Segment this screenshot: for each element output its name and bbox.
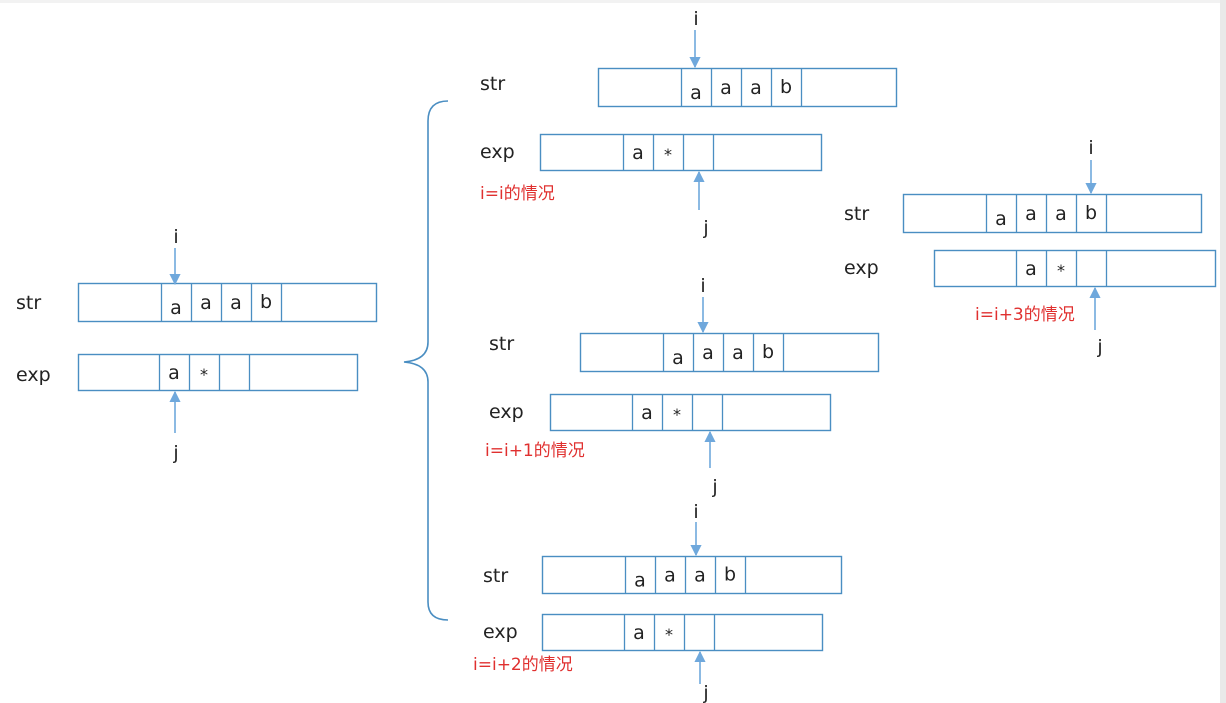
j-pointer-label: j: [172, 442, 178, 464]
right-edge: [1220, 0, 1226, 703]
j-pointer-label: j: [702, 682, 708, 703]
str-row-box: [597, 67, 898, 108]
i-pointer-label: i: [693, 8, 698, 30]
str-row-cell: b: [724, 564, 736, 586]
str-row-cell: a: [1025, 203, 1037, 225]
str-row-cell: a: [702, 342, 714, 364]
exp-label: exp: [16, 364, 51, 386]
str-row-cell: b: [762, 341, 774, 363]
i-pointer-label: i: [693, 501, 698, 523]
str-row-box: [77, 282, 378, 323]
exp-label: exp: [483, 621, 518, 643]
str-row-cell: a: [1055, 203, 1067, 225]
str-row-cell: a: [720, 77, 732, 99]
j-pointer-label: j: [702, 217, 708, 239]
j-pointer-label: j: [1096, 336, 1102, 358]
exp-row-cell: a: [1025, 258, 1037, 280]
str-row-cell: b: [1085, 202, 1097, 224]
exp-row-cell: a: [168, 362, 180, 384]
case-caption: i=i+3的情况: [975, 305, 1075, 325]
str-label: str: [480, 73, 505, 95]
exp-row-cell: *: [665, 625, 673, 644]
str-row-cell: a: [732, 342, 744, 364]
i-pointer-label: i: [1088, 137, 1093, 159]
exp-row-cell: *: [200, 365, 208, 384]
exp-row-cell: *: [673, 405, 681, 424]
i-pointer-label: i: [173, 226, 178, 248]
str-row-cell: a: [230, 292, 242, 314]
str-row-cell: a: [694, 565, 706, 587]
str-row-box: [579, 332, 880, 373]
str-row-cell: a: [200, 292, 212, 314]
exp-row-box: [549, 393, 832, 432]
str-row-cell: a: [170, 297, 182, 319]
exp-row-box: [539, 133, 823, 172]
exp-row-cell: a: [641, 402, 653, 424]
str-row-cell: a: [750, 77, 762, 99]
exp-row-box: [77, 353, 359, 392]
exp-row-cell: *: [1057, 261, 1065, 280]
exp-row-cell: a: [633, 622, 645, 644]
grouping-brace: [403, 100, 449, 621]
str-label: str: [844, 203, 869, 225]
exp-row-cell: *: [664, 145, 672, 164]
top-edge: [0, 0, 1226, 3]
str-row-cell: a: [634, 570, 646, 592]
str-row-box: [902, 193, 1203, 234]
str-row-cell: a: [672, 347, 684, 369]
str-row-cell: a: [664, 565, 676, 587]
case-caption: i=i+2的情况: [473, 655, 573, 675]
case-caption: i=i的情况: [480, 184, 555, 204]
str-row-cell: b: [260, 291, 272, 313]
case-caption: i=i+1的情况: [485, 441, 585, 461]
str-label: str: [483, 565, 508, 587]
i-pointer-label: i: [700, 275, 705, 297]
exp-label: exp: [480, 141, 515, 163]
str-row-box: [541, 555, 843, 595]
exp-label: exp: [489, 401, 524, 423]
str-row-cell: b: [780, 76, 792, 98]
j-pointer-label: j: [711, 476, 717, 498]
str-label: str: [489, 333, 514, 355]
exp-row-box: [933, 249, 1217, 288]
str-row-cell: a: [995, 208, 1007, 230]
str-label: str: [16, 292, 41, 314]
str-row-cell: a: [690, 82, 702, 104]
exp-label: exp: [844, 257, 879, 279]
exp-row-cell: a: [632, 142, 644, 164]
exp-row-box: [541, 613, 824, 652]
